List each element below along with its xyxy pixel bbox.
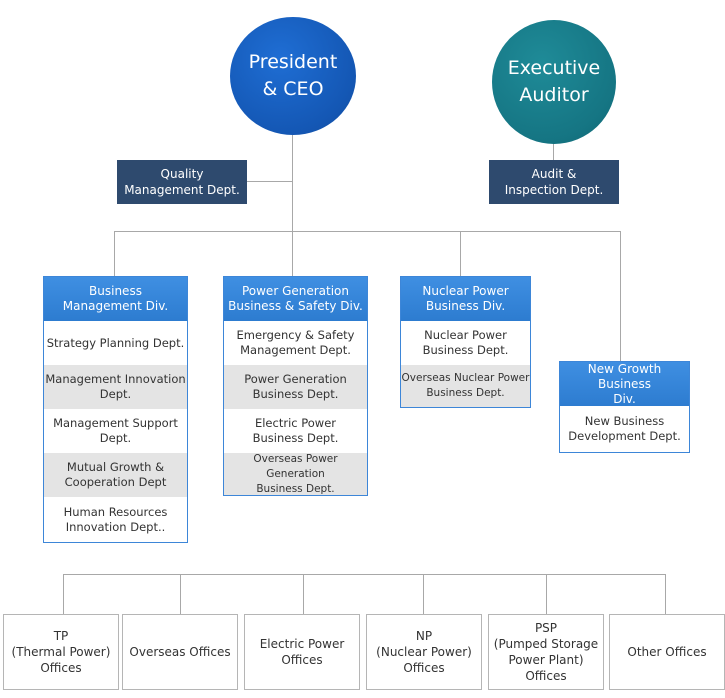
dept-item: Mutual Growth & Cooperation Dept	[44, 453, 187, 497]
office-drop-2	[180, 574, 181, 615]
dept-item: Emergency & Safety Management Dept.	[236, 328, 355, 357]
audit-inspection-dept: Audit & Inspection Dept.	[489, 160, 619, 204]
dept-item: Overseas Nuclear Power Business Dept.	[401, 365, 530, 407]
new-growth-business-division: New Growth Business Div. New Business De…	[559, 361, 690, 453]
dept-item: Human Resources Innovation Dept..	[63, 504, 168, 534]
dept-item: Nuclear Power Business Dept.	[422, 328, 509, 357]
office-overseas: Overseas Offices	[122, 614, 238, 690]
office-drop-1	[63, 574, 64, 615]
quality-link-line	[247, 181, 293, 182]
president-ceo-node: President & CEO	[230, 17, 356, 135]
office-thermal-power: TP (Thermal Power) Offices	[3, 614, 119, 690]
dept-item: Strategy Planning Dept.	[46, 335, 185, 350]
office-drop-4	[423, 574, 424, 615]
division-title: Nuclear Power Business Div.	[401, 277, 530, 321]
division-title: Power Generation Business & Safety Div.	[224, 277, 367, 321]
division-drop-1	[114, 231, 115, 277]
dept-item: Overseas Power Generation Business Dept.	[224, 453, 367, 495]
division-drop-2	[292, 231, 293, 277]
office-drop-3	[303, 574, 304, 615]
office-other: Other Offices	[609, 614, 725, 690]
office-electric-power: Electric Power Offices	[244, 614, 360, 690]
division-drop-3	[460, 231, 461, 277]
office-bus-line	[63, 574, 666, 575]
division-title: Business Management Div.	[44, 277, 187, 321]
quality-management-dept: Quality Management Dept.	[117, 160, 247, 204]
dept-item: Electric Power Business Dept.	[252, 416, 339, 445]
business-management-division: Business Management Div. Strategy Planni…	[43, 276, 188, 543]
executive-auditor-node: Executive Auditor	[492, 20, 616, 144]
division-drop-4	[620, 231, 621, 362]
dept-item: Management Support Dept.	[53, 416, 178, 445]
division-bus-line	[114, 231, 621, 232]
office-pumped-storage: PSP (Pumped Storage Power Plant) Offices	[488, 614, 604, 690]
office-drop-6	[665, 574, 666, 615]
dept-item: Power Generation Business Dept.	[224, 365, 367, 409]
ceo-trunk-line	[292, 135, 293, 232]
nuclear-power-business-division: Nuclear Power Business Div. Nuclear Powe…	[400, 276, 531, 408]
dept-item: New Business Development Dept.	[568, 414, 681, 443]
dept-item: Management Innovation Dept.	[44, 365, 187, 409]
office-drop-5	[546, 574, 547, 615]
division-title: New Growth Business Div.	[560, 362, 689, 406]
president-ceo-label: President & CEO	[248, 51, 338, 100]
auditor-link-line	[553, 143, 554, 161]
office-nuclear-power: NP (Nuclear Power) Offices	[366, 614, 482, 690]
power-generation-business-safety-division: Power Generation Business & Safety Div. …	[223, 276, 368, 496]
executive-auditor-label: Executive Auditor	[507, 57, 601, 106]
